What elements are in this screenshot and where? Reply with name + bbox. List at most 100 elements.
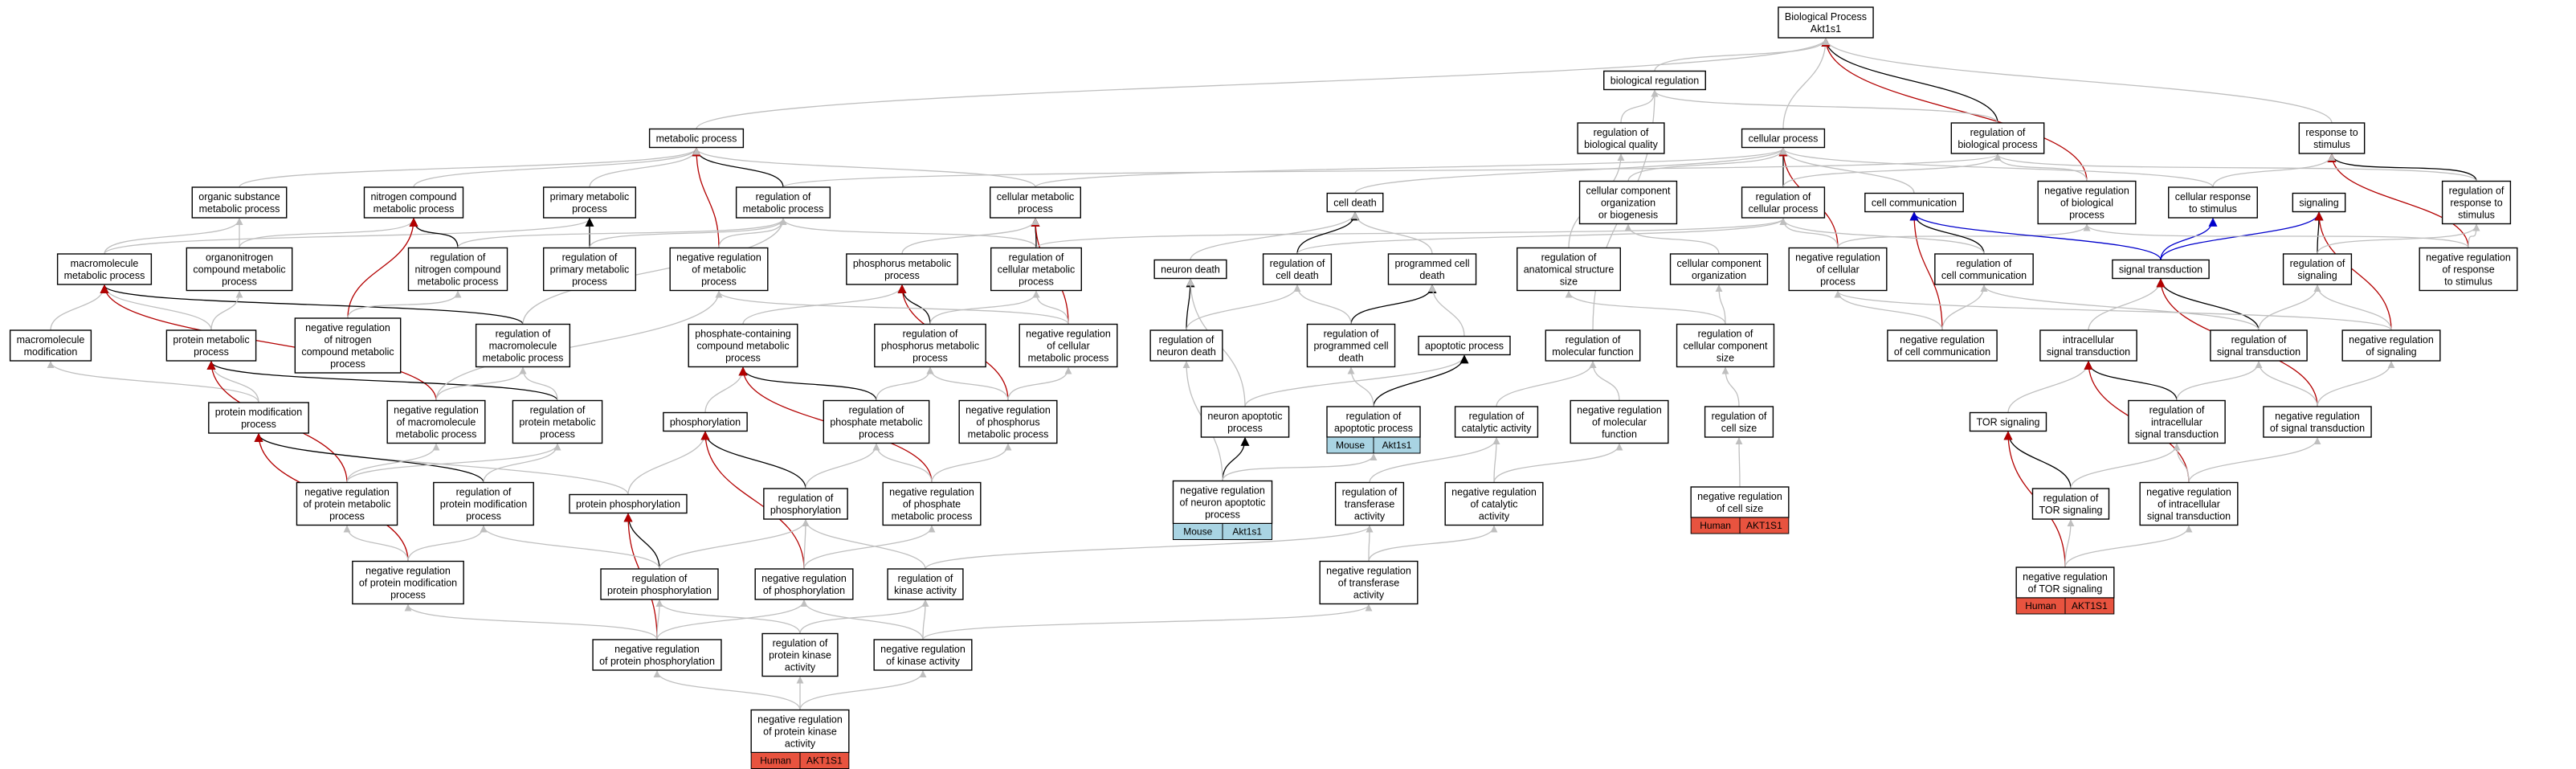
term-label: process [466, 511, 501, 522]
term-node-sigtrans[interactable]: signal transduction [2112, 259, 2210, 280]
edge-grey-negregbio-to-regbio [1994, 153, 2088, 182]
term-box [208, 402, 309, 434]
term-node-metab[interactable]: metabolic process [648, 128, 745, 149]
term-node-tor[interactable]: TOR signaling [1969, 411, 2047, 432]
term-node-apoptotic[interactable]: apoptotic process [1418, 335, 1511, 356]
term-label: regulation of [1541, 252, 1597, 264]
term-node-signaling[interactable]: signaling [2292, 192, 2346, 213]
term-node-celldeath[interactable]: cell death [1326, 192, 1384, 213]
edge-grey-negregprotkinase-to-negregkinase [799, 670, 927, 710]
term-node-cellcomm[interactable]: cell communication [1864, 192, 1964, 213]
edge-grey-negregcellproc-to-regcellproc [1779, 218, 1839, 248]
term-node-cellproc[interactable]: cellular process [1741, 128, 1826, 149]
term-node-neurondeath[interactable]: neuron death [1153, 259, 1227, 280]
term-node-protphos[interactable]: protein phosphorylation [569, 493, 688, 514]
edge-grey-pcd-to-celldeath [1351, 211, 1433, 255]
term-label: of biological [2060, 198, 2113, 209]
term-node-bioreg[interactable]: biological regulation [1603, 70, 1706, 91]
edge-black-regcellcomm-to-cellcomm [1909, 211, 1985, 255]
term-label: macromolecule [489, 341, 557, 352]
term-node-phosphorylation[interactable]: phosphorylation [663, 411, 748, 432]
term-box [763, 488, 848, 520]
